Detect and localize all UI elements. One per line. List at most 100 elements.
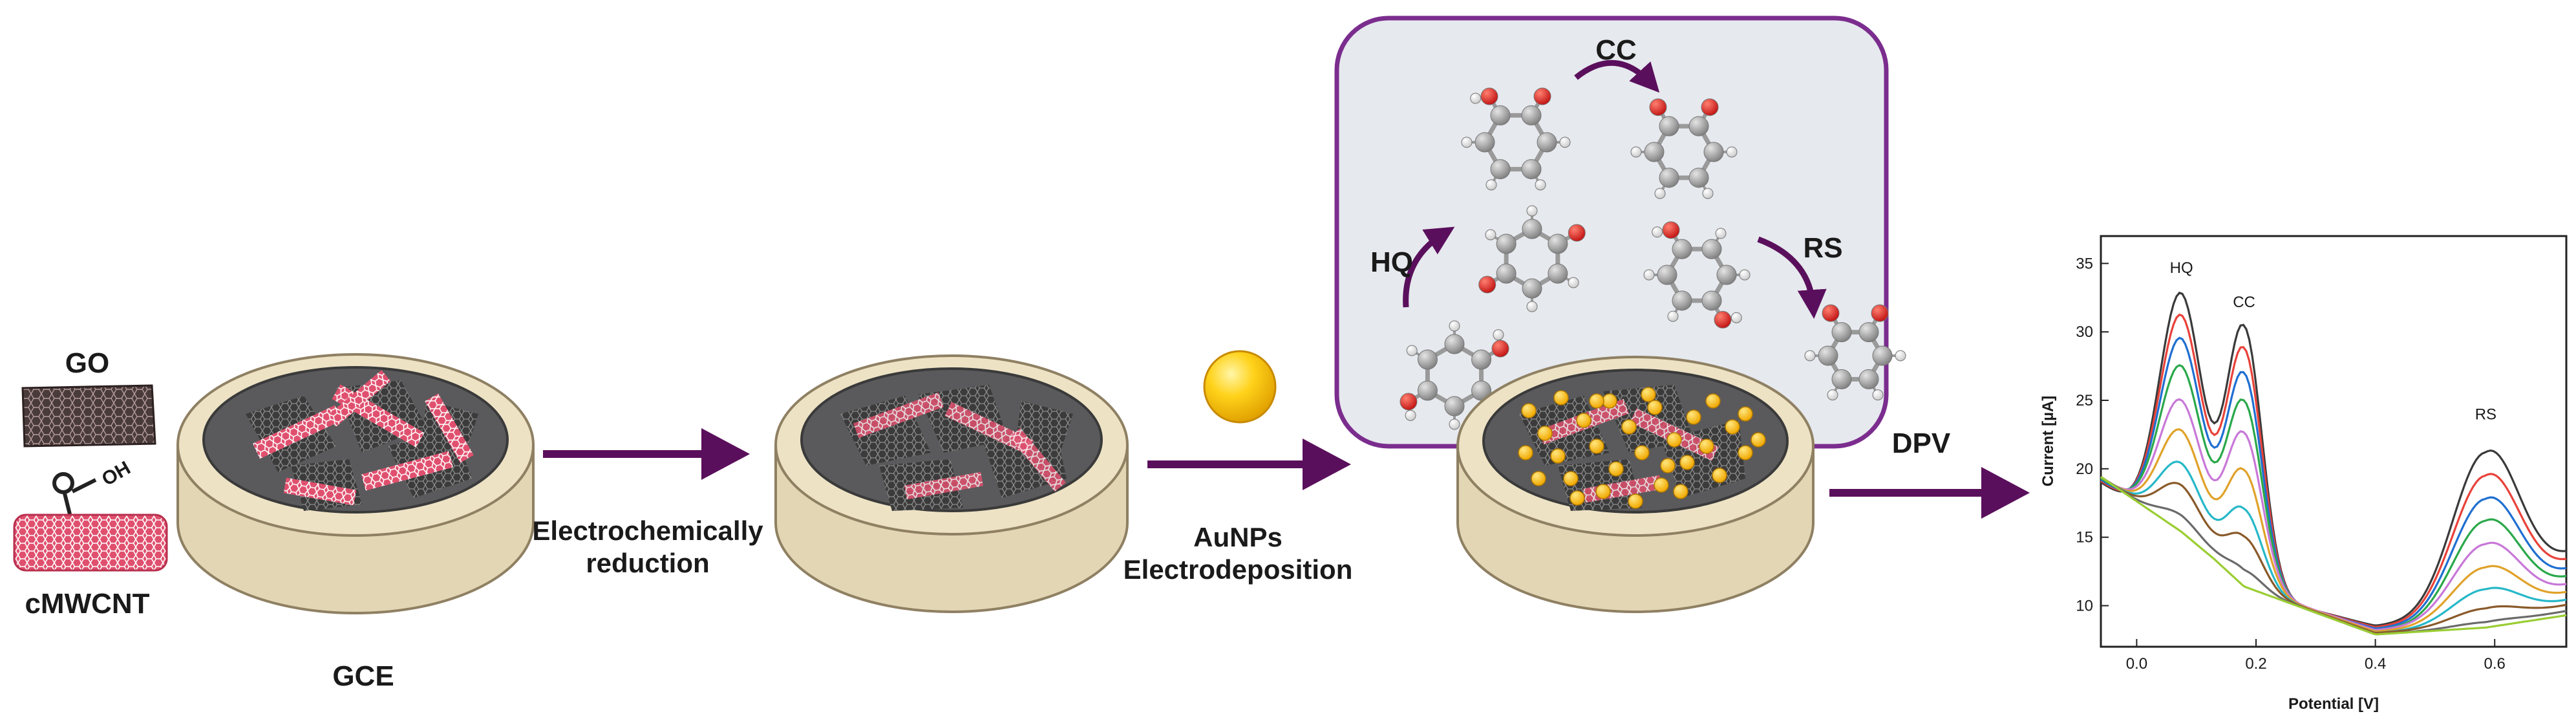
cc-panel-label: CC [1595,34,1637,66]
carbon-atom [1716,265,1737,285]
gold-nanoparticle [1563,471,1579,486]
step2-line2: Electrodeposition [1123,554,1353,585]
step1-line1: Electrochemically [532,515,763,546]
series-line [2100,476,2567,636]
carbon-atom [1444,334,1465,354]
hq-panel-label: HQ [1370,246,1413,278]
hydrogen-atom [1461,136,1473,148]
hq-arrow-icon [1403,226,1455,308]
go-cnt-composite [246,370,478,511]
oxygen-atom [1701,98,1719,116]
gold-nanoparticles [1518,387,1766,509]
carbon-atom [1831,322,1852,343]
hydrogen-atom [1872,389,1884,401]
gold-nanoparticle [1751,432,1766,448]
carbon-atom [1872,345,1893,366]
hydrogen-atom [1895,350,1906,362]
gold-nanoparticle [1621,419,1637,435]
peak-label: RS [2475,406,2496,424]
carbon-atom [1659,168,1679,188]
y-tick-label: 10 [2076,598,2093,615]
gold-nanoparticle [1595,484,1611,499]
gold-nanoparticle [1699,438,1714,454]
carbon-atom [1537,132,1557,153]
carbon-atom [1522,278,1542,299]
arrow-3-icon [1829,467,2030,519]
arrow-2-icon [1147,438,1351,490]
gold-nanoparticle [1654,477,1669,493]
gce-label: GCE [332,660,394,692]
gold-nanoparticle [1712,468,1727,483]
carbon-atom [1657,265,1677,285]
peak-label: CC [2233,294,2255,311]
quinone-rs-molecule [1804,304,1906,401]
hydrogen-atom [1493,329,1504,341]
x-tick-label: 0.2 [2245,655,2266,673]
plot-frame [2100,235,2568,648]
electrode-gce [176,353,535,614]
carbon-atom [1444,396,1465,417]
carbon-atom [1417,349,1438,370]
step2-line1: AuNPs [1193,522,1283,552]
oxygen-atom [1478,276,1496,294]
oxygen-atom [1568,224,1586,242]
hydrogen-atom [1449,320,1460,332]
hydrogen-atom [1568,277,1579,288]
gold-nanoparticle [1738,406,1753,422]
gold-nanoparticle [1738,445,1753,460]
resorcinol-molecule [1643,221,1751,329]
carbon-atom [1471,349,1492,370]
y-tick-label: 25 [2076,392,2093,409]
y-tick-label: 20 [2076,460,2093,478]
step1-line2: reduction [586,548,709,578]
rs-panel-label: RS [1803,232,1842,264]
oxygen-atom [1480,87,1498,105]
gold-nanoparticle [1531,471,1546,486]
gold-nanoparticle [1589,438,1604,454]
hydrogen-atom [1652,226,1663,238]
hydrogen-atom [1827,389,1838,401]
hydrogen-atom [1804,350,1816,362]
gold-nanoparticle [1550,448,1566,464]
y-tick-label: 35 [2076,255,2093,272]
peak-label: HQ [2170,259,2193,277]
gold-nanoparticle [1686,409,1701,425]
gold-nanoparticle [1628,493,1643,509]
hydroxyl-group-icon [52,472,97,515]
x-tick-label: 0.4 [2365,655,2386,673]
hydrogen-atom [1449,418,1460,430]
cnt-tube [13,514,168,572]
quinone-hq-molecule [1478,205,1586,312]
y-tick-label: 15 [2076,529,2093,546]
arrow-1-icon [543,428,750,480]
gold-nanoparticle [1521,403,1537,418]
cmwcnt-label: cMWCNT [25,588,149,620]
carbon-atom [1701,239,1722,259]
molecules [1400,87,1906,430]
carbon-atom [1858,369,1879,389]
oxygen-atom [1533,87,1551,105]
go-sheet [21,384,156,448]
carbon-atom [1688,116,1709,136]
hydrogen-atom [1654,188,1666,199]
gold-nanoparticle [1553,390,1569,406]
x-tick-label: 0.6 [2484,655,2506,673]
electrode-reduced [774,354,1129,613]
hydroquinone-molecule [1400,320,1509,430]
gold-nanoparticle [1660,458,1676,473]
carbon-atom [1831,369,1852,389]
gold-nanoparticle [1725,419,1740,435]
reduced-composite [840,385,1073,511]
oxygen-atom [1662,221,1680,239]
quinone-cc-molecule [1630,98,1738,199]
chart-labels: HQ CC RS [2170,259,2496,423]
hydrogen-atom [1643,269,1655,281]
carbon-atom [1688,168,1709,188]
gold-nanoparticle [1679,455,1695,470]
carbon-atom [1644,142,1665,162]
hydrogen-atom [1559,136,1571,148]
gold-nanoparticle [1570,490,1585,506]
hydrogen-atom [1726,146,1738,158]
